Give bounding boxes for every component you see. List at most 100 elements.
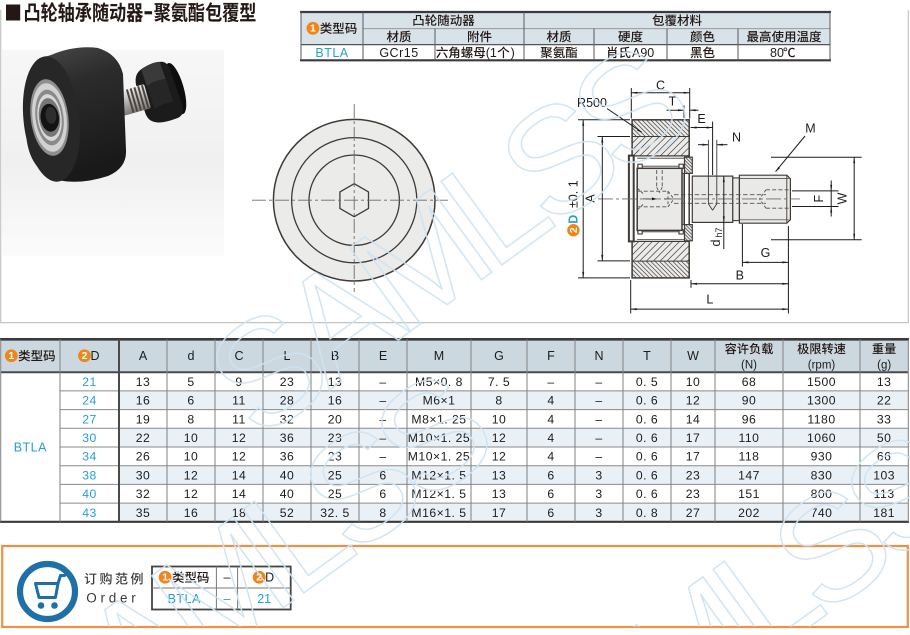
svg-text:12: 12 [184, 468, 199, 482]
svg-text:12: 12 [232, 431, 247, 445]
svg-text:0. 5: 0. 5 [636, 375, 658, 389]
svg-text:96: 96 [742, 412, 757, 426]
svg-text:2: 2 [568, 227, 580, 233]
svg-text:0. 6: 0. 6 [636, 394, 658, 408]
svg-text:32: 32 [136, 487, 151, 501]
svg-text:BTLA: BTLA [168, 592, 201, 606]
svg-text:13: 13 [136, 375, 151, 389]
svg-text:90: 90 [742, 394, 757, 408]
svg-text:34: 34 [82, 450, 97, 464]
svg-text:740: 740 [811, 506, 833, 520]
svg-text:23: 23 [280, 375, 295, 389]
svg-text:): ) [511, 46, 515, 60]
svg-text:O r d e r: O r d e r [86, 591, 136, 606]
svg-text:C: C [234, 349, 243, 363]
svg-text:M6×1: M6×1 [423, 394, 456, 408]
svg-text:13: 13 [492, 487, 507, 501]
svg-text:C: C [656, 79, 665, 93]
svg-text:L: L [706, 293, 713, 307]
svg-text:24: 24 [82, 394, 97, 408]
svg-text:R500: R500 [577, 96, 607, 110]
svg-text:F: F [812, 195, 826, 203]
svg-text:–: – [379, 394, 386, 408]
svg-text:23: 23 [686, 468, 701, 482]
svg-text:–: – [595, 394, 602, 408]
svg-text:22: 22 [136, 431, 151, 445]
svg-text:151: 151 [738, 487, 760, 501]
svg-text:A: A [139, 349, 148, 363]
svg-text:16: 16 [136, 394, 151, 408]
svg-text:G: G [494, 349, 504, 363]
svg-text:1: 1 [310, 23, 316, 35]
svg-text:10: 10 [184, 450, 199, 464]
svg-text:M10×1. 25: M10×1. 25 [408, 450, 470, 464]
svg-text:33: 33 [877, 412, 892, 426]
svg-text:36: 36 [280, 450, 295, 464]
svg-text:M: M [434, 349, 444, 363]
svg-text:B: B [736, 269, 744, 283]
svg-text:0. 8: 0. 8 [636, 506, 658, 520]
svg-text:2: 2 [256, 572, 262, 584]
svg-text:0. 6: 0. 6 [636, 450, 658, 464]
svg-text:–: – [379, 431, 386, 445]
svg-text:181: 181 [873, 506, 895, 520]
svg-text:T: T [669, 95, 677, 109]
svg-text:113: 113 [874, 487, 895, 501]
svg-text:9: 9 [235, 375, 242, 389]
svg-text:–: – [595, 431, 602, 445]
svg-text:43: 43 [82, 506, 97, 520]
svg-text:17: 17 [492, 506, 507, 520]
svg-text:38: 38 [82, 468, 97, 482]
svg-text:21: 21 [82, 375, 97, 389]
svg-text:40: 40 [82, 487, 97, 501]
svg-text:B: B [331, 349, 339, 363]
svg-text:±0. 1: ±0. 1 [567, 180, 581, 208]
svg-text:11: 11 [232, 412, 246, 426]
svg-text:6: 6 [187, 394, 194, 408]
svg-text:8: 8 [379, 506, 386, 520]
svg-text:G: G [761, 246, 771, 260]
svg-text:12: 12 [232, 450, 247, 464]
svg-text:M10×1. 25: M10×1. 25 [408, 431, 470, 445]
svg-text:M: M [805, 122, 815, 136]
svg-text:0. 6: 0. 6 [636, 468, 658, 482]
svg-text:27: 27 [686, 506, 701, 520]
svg-text:14: 14 [232, 468, 247, 482]
svg-text:d: d [188, 349, 195, 363]
svg-text:16: 16 [328, 394, 343, 408]
svg-text:21: 21 [257, 592, 271, 606]
svg-text:13: 13 [877, 375, 892, 389]
svg-text:3: 3 [595, 506, 602, 520]
svg-text:A: A [584, 194, 598, 203]
svg-text:22: 22 [877, 394, 892, 408]
svg-text:68: 68 [742, 375, 757, 389]
svg-text:118: 118 [739, 450, 760, 464]
svg-text:(g): (g) [877, 359, 891, 371]
svg-text:28: 28 [280, 394, 295, 408]
svg-text:7. 5: 7. 5 [488, 375, 510, 389]
svg-text:–: – [379, 412, 386, 426]
svg-text:12: 12 [492, 450, 507, 464]
svg-text:2: 2 [82, 350, 88, 362]
svg-text:23: 23 [328, 431, 343, 445]
svg-text:4: 4 [547, 431, 554, 445]
svg-text:26: 26 [136, 450, 151, 464]
svg-text:23: 23 [328, 450, 343, 464]
svg-text:–: – [595, 375, 602, 389]
svg-text:13: 13 [492, 468, 507, 482]
svg-text:BTLA: BTLA [315, 46, 348, 60]
svg-text:202: 202 [738, 506, 760, 520]
svg-text:110: 110 [739, 431, 760, 445]
svg-text:27: 27 [82, 412, 97, 426]
svg-text:50: 50 [877, 431, 892, 445]
svg-text:h7: h7 [714, 227, 724, 237]
svg-text:M5×0. 8: M5×0. 8 [415, 375, 463, 389]
svg-text:8: 8 [495, 394, 502, 408]
svg-text:6: 6 [547, 468, 554, 482]
svg-text:103: 103 [873, 468, 895, 482]
svg-text:(N): (N) [741, 359, 757, 371]
svg-text:1060: 1060 [807, 431, 836, 445]
svg-text:32: 32 [280, 412, 295, 426]
svg-text:12: 12 [492, 431, 507, 445]
svg-text:830: 830 [811, 468, 833, 482]
